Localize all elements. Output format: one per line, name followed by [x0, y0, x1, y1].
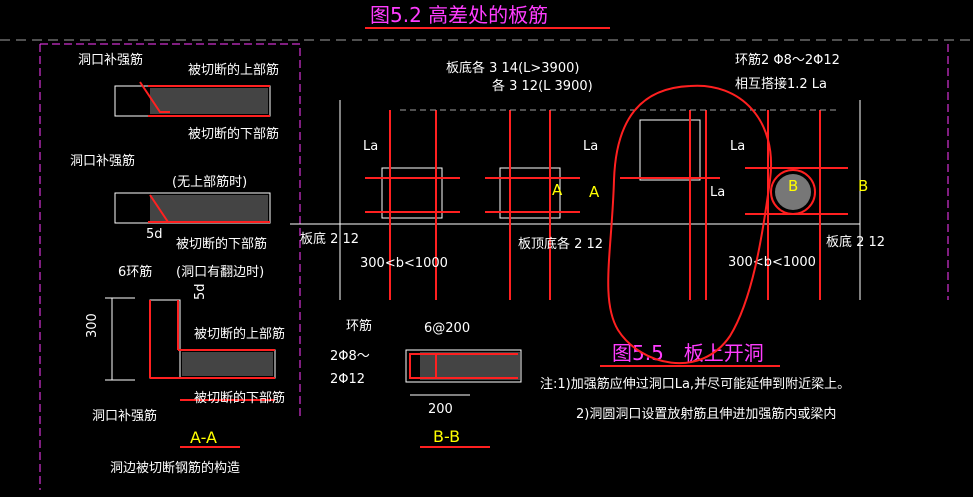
- label-hole-rebar-1: 洞口补强筋: [78, 52, 143, 68]
- la-label-2: La: [583, 139, 598, 154]
- ring-rebar-label: 环筋2 Φ8～2Φ12: [735, 52, 840, 68]
- slab-bottom-2: 各 3 12(L 3900): [492, 78, 593, 94]
- left-frame: [40, 43, 301, 420]
- label-hole-rebar-3: 洞口补强筋: [92, 408, 157, 424]
- bb-bar-b-label: 2Φ12: [330, 372, 365, 387]
- bb-dim-label: 200: [428, 402, 453, 417]
- la-label-4: La: [730, 139, 745, 154]
- mark-a-1: A: [552, 181, 563, 199]
- label-no-top: (无上部筋时): [172, 174, 247, 190]
- section-bb-drawing: [405, 349, 522, 396]
- la-label-1: La: [363, 139, 378, 154]
- section-aa-label: A-A: [190, 428, 217, 447]
- label-cut-bottom-2: 被切断的下部筋: [176, 236, 267, 252]
- label-cut-bottom-3: 被切断的下部筋: [194, 390, 285, 406]
- label-5d-vertical: 5d: [193, 283, 208, 300]
- slab-bottom-1: 板底各 3 14(L>3900): [446, 60, 579, 76]
- left-caption: 洞边被切断钢筋的构造: [110, 460, 240, 476]
- section-cut-top: [114, 81, 271, 117]
- slab-right-label: 板底 2 12: [826, 234, 885, 250]
- bb-bar-a-label: 2Φ8～: [330, 349, 370, 364]
- label-six-stirrup: 6环筋: [118, 264, 152, 280]
- figure-title-top: 图5.2 高差处的板筋: [370, 3, 548, 27]
- mark-b-2: B: [858, 177, 868, 195]
- label-5d: 5d: [146, 227, 163, 242]
- label-dim-300: 300: [85, 313, 100, 338]
- label-cut-top-3: 被切断的上部筋: [194, 326, 285, 342]
- figure-title-right: 图5.5 板上开洞: [612, 341, 764, 365]
- label-cut-bottom-1: 被切断的下部筋: [188, 126, 279, 142]
- plan-view: [290, 100, 861, 300]
- section-no-top: [114, 192, 271, 224]
- b-range-label-2: 300<b<1000: [728, 255, 816, 270]
- bb-spacing-label: 6@200: [424, 321, 470, 336]
- annotation-loop: [607, 84, 773, 365]
- section-bb-label: B-B: [433, 427, 460, 446]
- mark-b-1: B: [788, 177, 798, 195]
- bb-stirrup-label: 环筋: [346, 318, 372, 334]
- la-label-3: La: [710, 185, 725, 200]
- slab-left-label: 板底 2 12: [300, 231, 359, 247]
- label-cut-top-1: 被切断的上部筋: [188, 62, 279, 78]
- note-1: 注:1)加强筋应伸过洞口La,并尽可能延伸到附近梁上。: [540, 376, 850, 392]
- b-range-label-1: 300<b<1000: [360, 256, 448, 271]
- slab-top-label: 板顶底各 2 12: [518, 236, 603, 252]
- mark-a-2: A: [589, 183, 600, 201]
- lap-label: 相互搭接1.2 La: [735, 76, 827, 92]
- label-hole-rebar-2: 洞口补强筋: [70, 153, 135, 169]
- label-flange: (洞口有翻边时): [176, 265, 264, 280]
- note-2: 2)洞圆洞口设置放射筋且伸进加强筋内或梁内: [576, 406, 836, 422]
- section-flange: [105, 297, 276, 401]
